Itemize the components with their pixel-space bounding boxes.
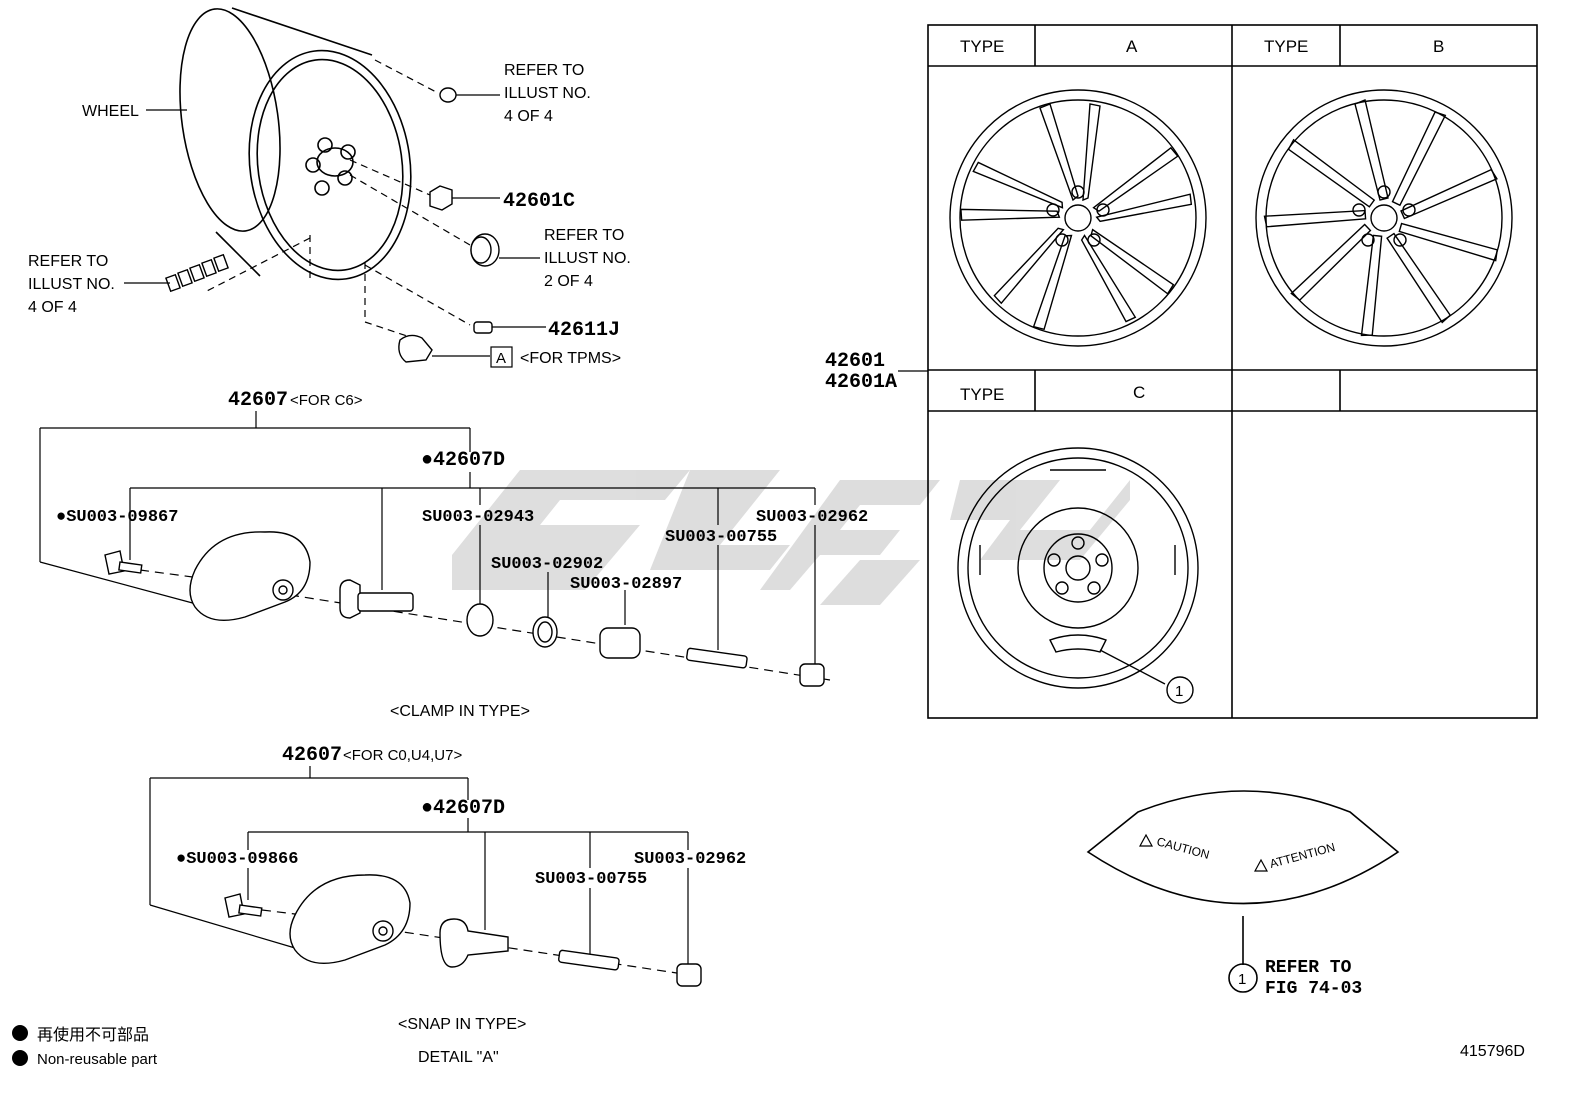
caution-warning-icon [1138, 833, 1154, 847]
valve-icon [473, 321, 493, 334]
wheel-dashes [204, 59, 471, 338]
valve-cap-icon [799, 663, 825, 687]
wheel-type-c-drawing [957, 447, 1199, 704]
wheel-type-a-drawing [949, 89, 1207, 347]
refer-cap-line1: REFER TO [544, 227, 624, 244]
clamp-header-part: 42607 [228, 389, 288, 412]
clamp-part-1: SU003-02943 [422, 508, 534, 527]
tpms-sensor-icon [189, 531, 311, 621]
refer-left-line1: REFER TO [28, 253, 108, 270]
clamp-sub-part: ●42607D [421, 449, 505, 472]
valve-stem-icon [339, 579, 361, 619]
clamp-part-4: SU003-00755 [665, 528, 777, 547]
snap-part-2: SU003-02962 [634, 850, 746, 869]
clamp-part-3: SU003-02897 [570, 575, 682, 594]
refer-left-line2: ILLUST NO. [28, 276, 115, 293]
clamp-parts [104, 531, 825, 687]
clamp-bracket-lines [39, 411, 816, 665]
snap-caption: <SNAP IN TYPE> [398, 1016, 526, 1033]
refer-top-line1: REFER TO [504, 62, 584, 79]
label-refer-line2: FIG 74-03 [1265, 979, 1362, 999]
plug-icon [439, 87, 457, 103]
wheel-part-number-1: 42601 [825, 350, 885, 373]
detail-label: DETAIL "A" [418, 1049, 499, 1066]
wheel-type-b-drawing [1255, 89, 1513, 347]
grommet-icon [466, 603, 494, 637]
snap-header-note: <FOR C0,U4,U7> [343, 747, 462, 764]
tpms-label: <FOR TPMS> [520, 350, 621, 367]
type-header-b: TYPE [1264, 37, 1308, 56]
type-header-a: TYPE [960, 37, 1004, 56]
type-c-circle-number: 1 [1175, 683, 1183, 700]
diagram-id: 415796D [1460, 1043, 1525, 1060]
type-c-label: C [1133, 383, 1145, 402]
snap-bracket-lines [149, 766, 689, 965]
caution-text: CAUTION [1155, 834, 1211, 861]
tpms-box-letter: A [496, 350, 506, 367]
type-table [927, 24, 1538, 719]
small-parts [165, 87, 500, 363]
snap-valve-icon [439, 918, 509, 968]
watermark-logo [452, 470, 1130, 605]
legend-bullet-jp [12, 1025, 28, 1041]
snap-part-1: SU003-00755 [535, 870, 647, 889]
wheel-drawing [179, 7, 412, 281]
leader-lines [124, 94, 546, 357]
label-refer-line1: REFER TO [1265, 958, 1352, 978]
core-icon [686, 647, 748, 669]
legend-bullet-en [12, 1050, 28, 1066]
snap-sub-part: ●42607D [421, 797, 505, 820]
nut-icon [429, 185, 453, 211]
part-number-nut: 42601C [503, 190, 575, 213]
refer-top-line2: ILLUST NO. [504, 85, 591, 102]
refer-cap-line3: 2 OF 4 [544, 273, 593, 290]
clamp-screw-part: ●SU003-09867 [56, 508, 178, 527]
tpms-box [490, 346, 513, 368]
type-a-label: A [1126, 37, 1138, 56]
tpms-valve-icon [398, 334, 433, 363]
legend-jp: 再使用不可部品 [37, 1026, 149, 1044]
wheel-label: WHEEL [82, 103, 139, 120]
refer-cap-line2: ILLUST NO. [544, 250, 631, 267]
snap-header-part: 42607 [282, 744, 342, 767]
snap-screw-part: ●SU003-09866 [176, 850, 298, 869]
label-circle-number: 1 [1238, 971, 1246, 988]
nut-sleeve-icon [599, 627, 641, 659]
wheel-part-number-2: 42601A [825, 371, 897, 394]
core-icon [558, 949, 620, 971]
valve-cap-icon [676, 963, 702, 987]
attention-warning-icon [1253, 858, 1269, 872]
clamp-part-2: SU003-02902 [491, 555, 603, 574]
refer-left-line3: 4 OF 4 [28, 299, 77, 316]
tpms-sensor-icon [289, 874, 411, 964]
legend-en: Non-reusable part [37, 1051, 158, 1068]
weight-icon [165, 253, 229, 293]
type-b-label: B [1433, 37, 1444, 56]
snap-parts [224, 874, 702, 987]
part-number-valve: 42611J [548, 319, 620, 342]
clamp-caption: <CLAMP IN TYPE> [390, 703, 530, 720]
clamp-header-note: <FOR C6> [290, 392, 363, 409]
caution-label [1086, 790, 1400, 993]
attention-text: ATTENTION [1268, 840, 1336, 871]
type-header-c: TYPE [960, 385, 1004, 404]
refer-top-line3: 4 OF 4 [504, 108, 553, 125]
clamp-part-5: SU003-02962 [756, 508, 868, 527]
